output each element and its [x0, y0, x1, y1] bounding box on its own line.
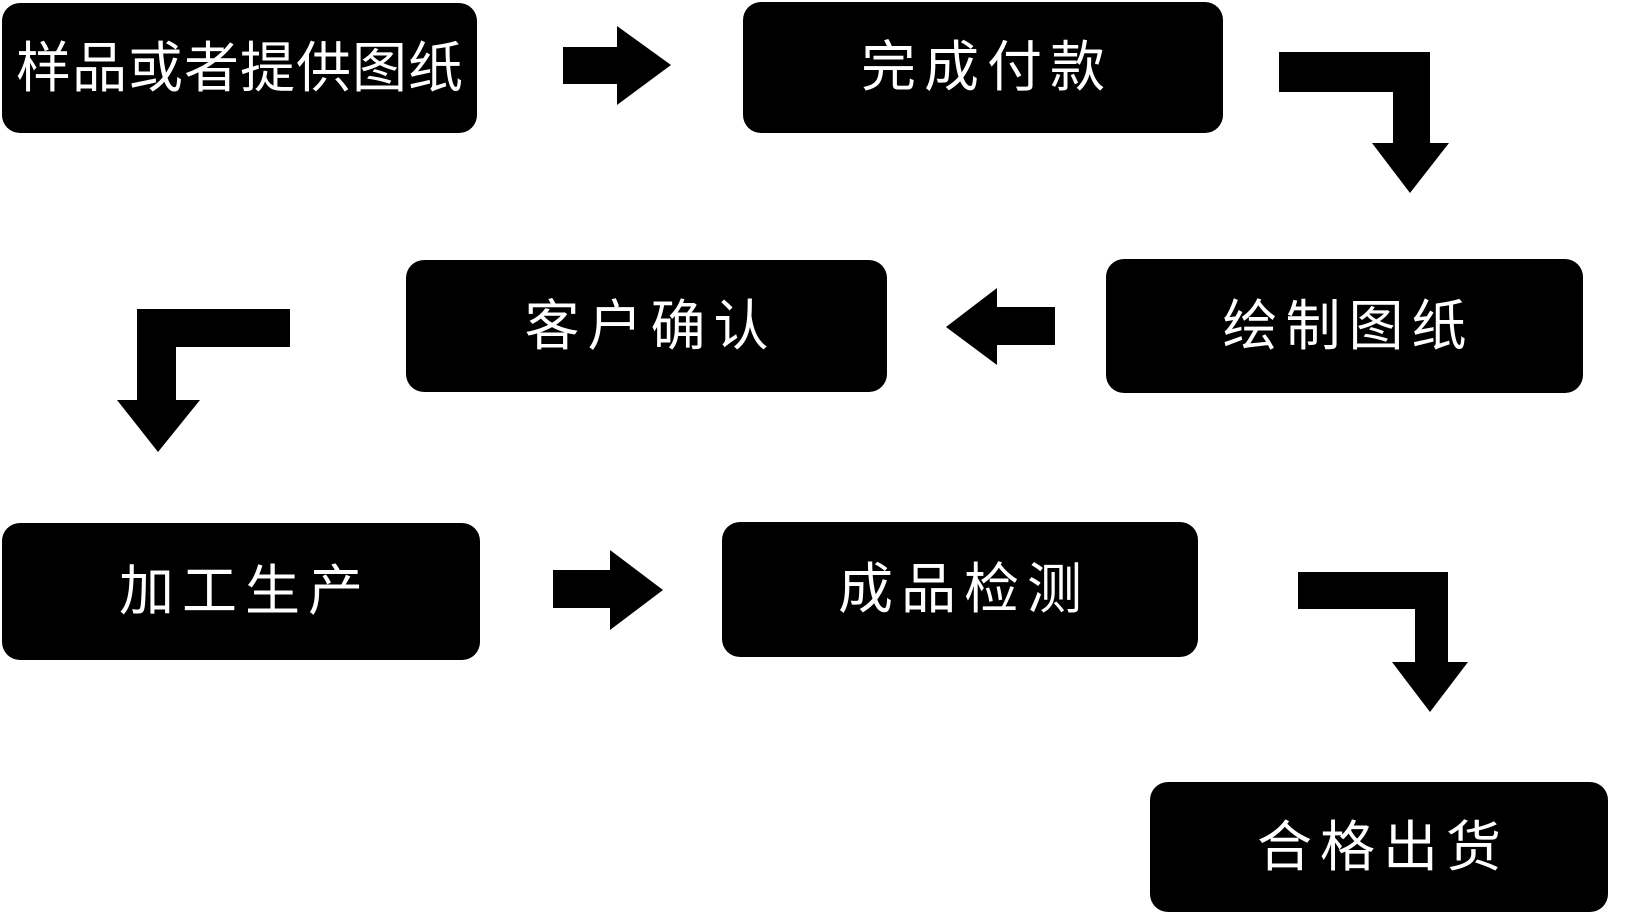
flow-node-customer-confirm: 客户确认 — [406, 260, 887, 392]
flow-node-inspection: 成品检测 — [722, 522, 1198, 657]
flow-node-customer-confirm-label: 客户确认 — [524, 294, 777, 357]
arrow-production-to-inspection-right-icon — [553, 550, 663, 630]
flow-node-production-label: 加工生产 — [118, 560, 371, 622]
arrow-drawings-to-confirm-left-icon — [946, 288, 1055, 365]
flow-node-shipment: 合格出货 — [1150, 782, 1608, 912]
flow-node-sample-label: 样品或者提供图纸 — [15, 36, 464, 99]
arrow-sample-to-payment-right-icon — [563, 26, 671, 105]
flow-node-draw-drawings: 绘制图纸 — [1106, 259, 1583, 393]
flow-node-payment: 完成付款 — [743, 2, 1223, 133]
arrow-payment-to-drawings-elbow-down-icon — [1279, 52, 1449, 193]
flow-node-shipment-label: 合格出货 — [1256, 815, 1509, 878]
arrow-confirm-to-production-elbow-down-icon — [117, 309, 290, 452]
flow-node-inspection-label: 成品检测 — [837, 558, 1090, 620]
flow-node-payment-label: 完成付款 — [860, 36, 1113, 98]
flow-node-sample: 样品或者提供图纸 — [2, 3, 477, 133]
flow-node-production: 加工生产 — [2, 523, 480, 660]
flow-node-draw-drawings-label: 绘制图纸 — [1222, 294, 1475, 357]
arrow-inspection-to-shipment-elbow-down-icon — [1298, 572, 1468, 712]
